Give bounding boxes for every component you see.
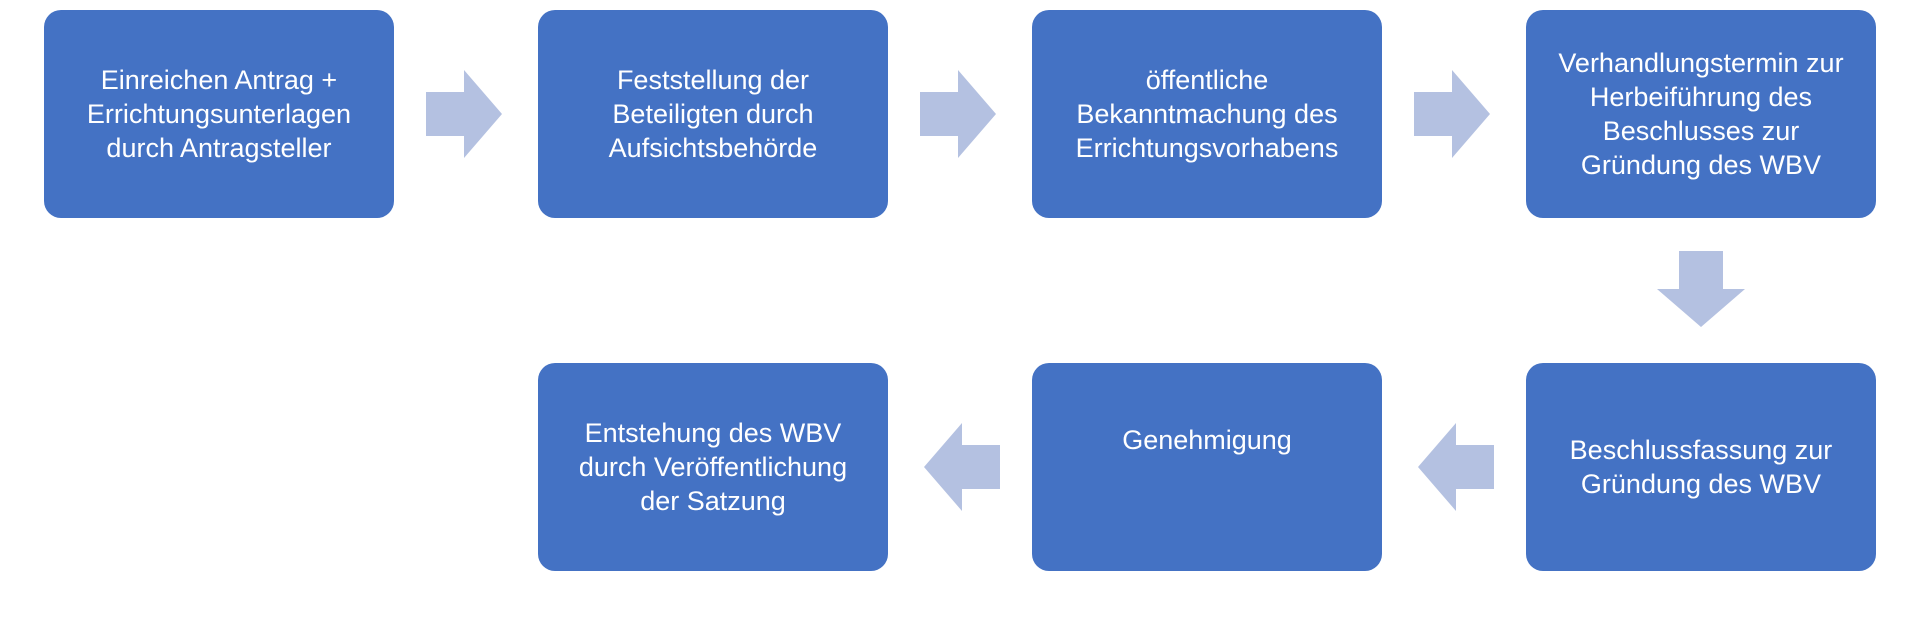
step-label-6: Genehmigung [1122, 425, 1292, 455]
step-box-3: öffentliche Bekanntmachung des Errichtun… [1032, 10, 1382, 218]
step-label-2: Feststellung der Beteiligten durch Aufsi… [608, 65, 818, 163]
step-label-4: Verhandlungstermin zur Herbeiführung des… [1558, 48, 1844, 180]
step-label-5: Beschlussfassung zur Gründung des WBV [1569, 435, 1833, 499]
step-box-6: Genehmigung [1032, 363, 1382, 571]
arrow-right-icon [920, 70, 996, 158]
step-label-1: Einreichen Antrag + Errichtungsunterlage… [86, 65, 352, 163]
step-box-5: Beschlussfassung zur Gründung des WBV [1526, 363, 1876, 571]
arrow-right-icon [426, 70, 502, 158]
arrow-right-icon [1414, 70, 1490, 158]
arrow-left-icon [924, 423, 1000, 511]
arrow-down-icon [1657, 251, 1745, 327]
step-box-4: Verhandlungstermin zur Herbeiführung des… [1526, 10, 1876, 218]
step-box-1: Einreichen Antrag + Errichtungsunterlage… [44, 10, 394, 218]
step-box-2: Feststellung der Beteiligten durch Aufsi… [538, 10, 888, 218]
arrow-left-icon [1418, 423, 1494, 511]
step-label-7: Entstehung des WBV durch Veröffentlichun… [578, 418, 848, 516]
step-label-3: öffentliche Bekanntmachung des Errichtun… [1075, 65, 1339, 163]
step-box-7: Entstehung des WBV durch Veröffentlichun… [538, 363, 888, 571]
